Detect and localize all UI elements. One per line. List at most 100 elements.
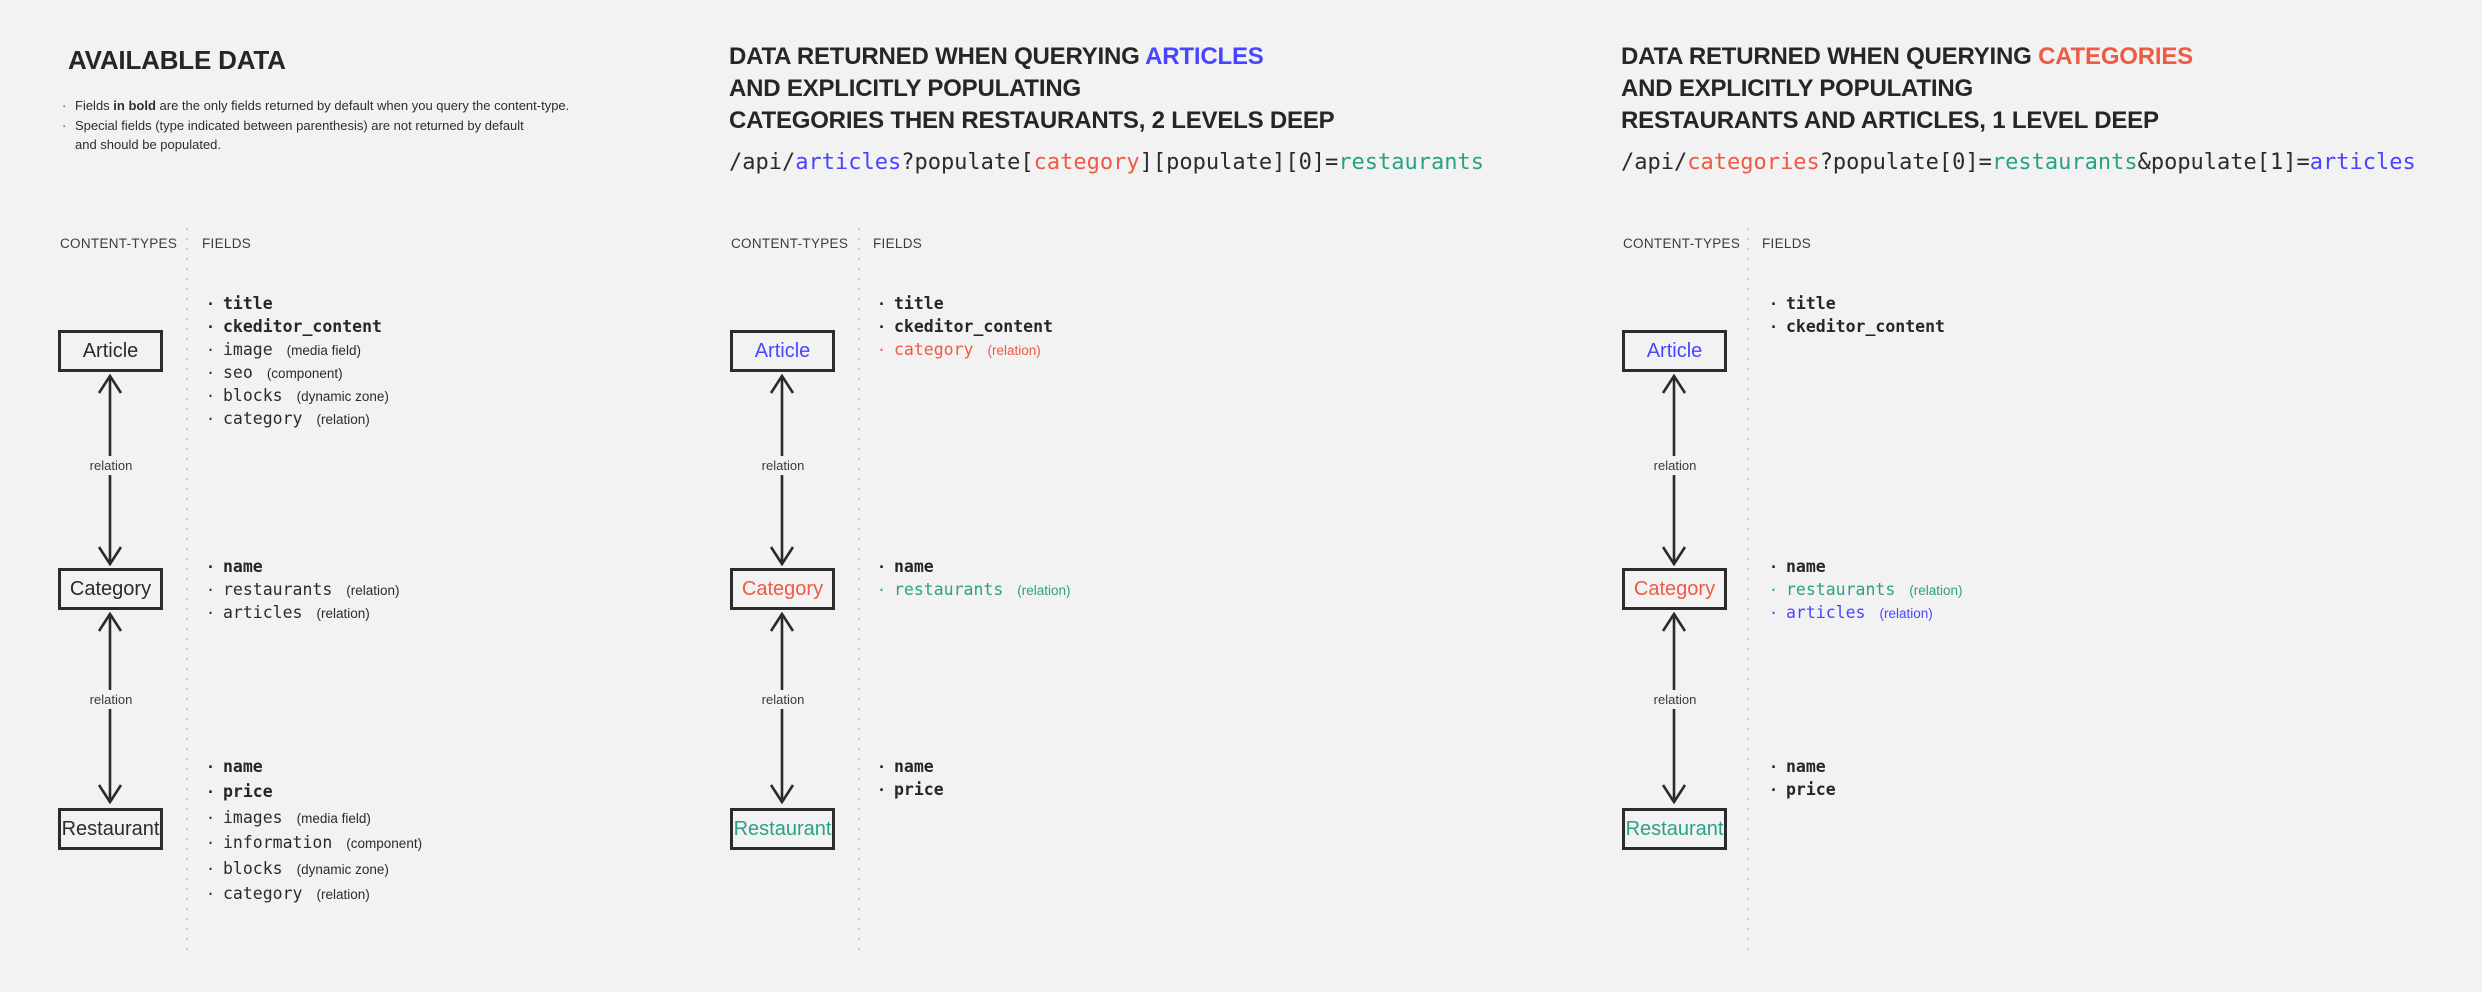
box-label: Restaurant [733,817,832,840]
bullet-icon: · [1769,604,1779,622]
note-text-bold: in bold [113,98,156,113]
box-label: Restaurant [61,817,160,840]
title-line: CATEGORIES THEN RESTAURANTS, 2 LEVELS DE… [729,107,1335,134]
field-name: name [1786,757,1826,776]
content-type-box-restaurant: Restaurant [58,808,163,850]
bullet-icon: · [206,295,216,313]
field-type-annotation: (relation) [1909,583,1963,598]
bullet-icon: · [206,558,216,576]
field-type-annotation: (relation) [316,606,370,621]
panel-1-title: AVAILABLE DATA [68,45,286,75]
field-name: image [223,340,273,359]
note-item: · Fields in bold are the only fields ret… [62,96,569,116]
bullet-icon: · [877,341,887,359]
field-item: · name [1769,757,1850,780]
relation-label: relation [1647,456,1703,475]
bullet-icon: · [877,318,887,336]
box-label: Article [1646,339,1703,362]
restaurant-fields-list: · name · price [877,757,958,803]
relation-label: relation [755,690,811,709]
content-types-label: CONTENT-TYPES [1623,236,1741,251]
field-item: · ckeditor_content [877,317,1067,340]
field-name: ckeditor_content [1786,317,1945,336]
bullet-icon: · [206,387,216,405]
code-segment: restaurants [1991,150,2138,175]
relation-label: relation [1647,690,1703,709]
box-label: Article [754,339,811,362]
field-item: · name [877,757,958,780]
field-name: name [1786,557,1826,576]
field-name: blocks [223,858,283,878]
field-name: ckeditor_content [894,317,1053,336]
field-type-annotation: (relation) [1879,606,1933,621]
field-type-annotation: (media field) [296,810,371,826]
arrow-up-icon [1661,374,1687,394]
field-item: · restaurants (relation) [877,580,1071,603]
field-type-annotation: (relation) [316,412,370,427]
title-text: DATA RETURNED WHEN QUERYING [1621,43,2039,70]
arrow-down-icon [97,546,123,566]
field-name: restaurants [223,580,333,599]
article-fields-list: · title · ckeditor_content · image (medi… [206,294,396,432]
field-type-annotation: (relation) [316,886,370,902]
article-fields-list: · title · ckeditor_content [1769,294,1959,340]
bullet-icon: · [1769,581,1779,599]
field-item: · category (relation) [877,340,1067,363]
content-type-box-restaurant: Restaurant [1622,808,1727,850]
restaurant-fields-list: · name · price · images (media field) · … [206,757,422,909]
code-segment: &populate[1]= [2137,150,2310,175]
bullet-icon: · [206,758,216,776]
field-item: · title [206,294,396,317]
content-types-label: CONTENT-TYPES [60,236,178,251]
field-item: · image (media field) [206,340,396,363]
title-text: DATA RETURNED WHEN QUERYING [729,43,1146,70]
field-item: · price [1769,780,1850,803]
title-line: RESTAURANTS AND ARTICLES, 1 LEVEL DEEP [1621,107,2159,134]
code-segment: ?populate[0]= [1819,150,1992,175]
content-type-box-category: Category [58,568,163,610]
relation-label: relation [755,456,811,475]
bullet-icon: · [206,410,216,428]
field-name: name [223,557,263,576]
field-name: category [223,883,303,903]
field-name: name [894,757,934,776]
panel-2-api-query: /api/articles?populate[category][populat… [729,150,1484,175]
field-item: · ckeditor_content [1769,317,1959,340]
field-name: seo [223,363,253,382]
arrow-up-icon [97,612,123,632]
note-text: Special fields (type indicated between p… [75,116,524,155]
field-item: · title [1769,294,1959,317]
title-line: AND EXPLICITLY POPULATING [729,75,1081,102]
field-name: name [223,757,263,776]
field-name: images [223,807,283,827]
code-segment: ][populate][0]= [1139,150,1339,175]
box-label: Category [1633,577,1716,600]
field-name: ckeditor_content [223,317,382,336]
title-line: DATA RETURNED WHEN QUERYING CATEGORIES [1621,41,2193,73]
field-type-annotation: (component) [266,366,343,381]
fields-label: FIELDS [873,236,923,251]
field-name: title [1786,294,1836,313]
field-item: · name [877,557,1071,580]
bullet-icon: · [1769,558,1779,576]
field-item: · articles (relation) [206,603,400,626]
code-segment: articles [2309,150,2416,175]
box-label: Category [69,577,152,600]
content-types-label: CONTENT-TYPES [731,236,849,251]
field-item: · price [206,782,422,807]
bullet-icon: · [206,859,216,878]
bullet-icon: · [1769,781,1779,799]
field-item: · name [206,757,422,782]
field-name: blocks [223,386,283,405]
bullet-icon: · [206,783,216,802]
note-text-post: are the only fields returned by default … [155,98,570,113]
bullet-icon: · [206,581,216,599]
bullet-icon: · [206,364,216,382]
note-item: · Special fields (type indicated between… [62,116,569,155]
field-name: price [223,782,273,802]
bullet-icon: · [62,117,67,133]
bullet-icon: · [206,808,216,827]
field-item: · category (relation) [206,409,396,432]
arrow-up-icon [1661,612,1687,632]
